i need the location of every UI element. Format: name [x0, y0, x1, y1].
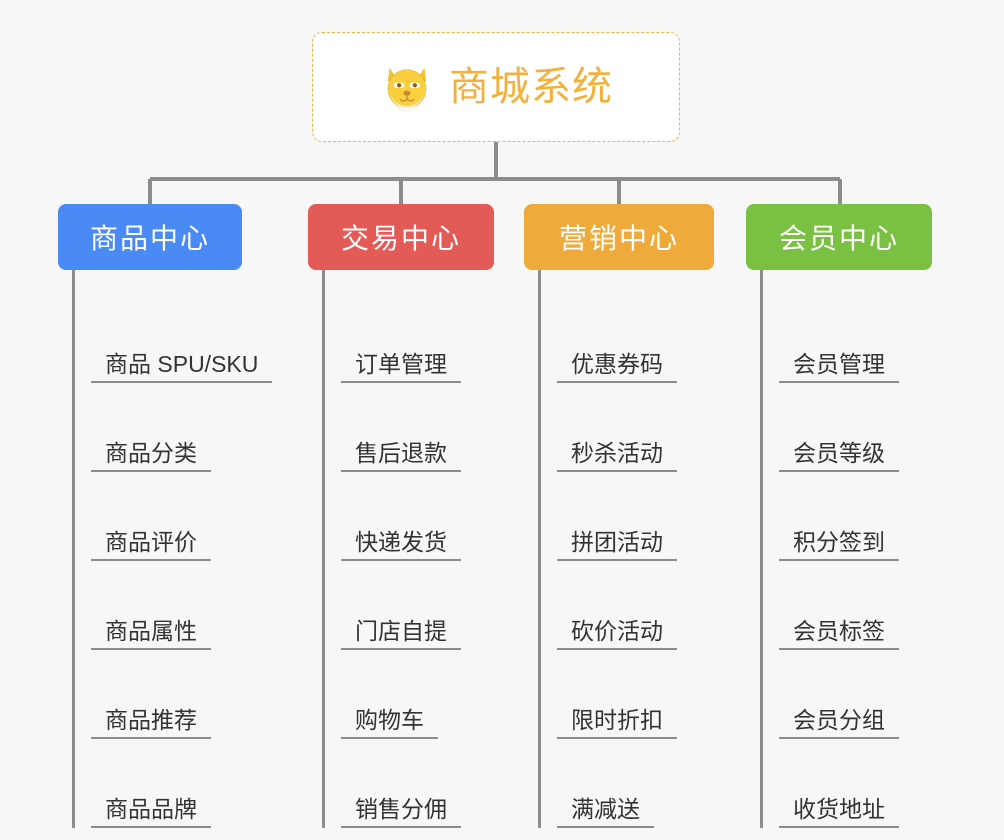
list-item[interactable]: 会员分组 [779, 650, 932, 739]
list-item[interactable]: 砍价活动 [557, 561, 714, 650]
list-item-label: 商品 SPU/SKU [91, 351, 273, 383]
branch-items-marketing: 优惠券码 秒杀活动 拼团活动 砍价活动 限时折扣 满减送 [538, 270, 714, 828]
branch-column-product: 商品中心 商品 SPU/SKU 商品分类 商品评价 商品属性 商品推荐 商品品牌 [58, 204, 280, 828]
list-item-label: 会员等级 [779, 440, 899, 472]
list-item-label: 售后退款 [341, 440, 461, 472]
list-item[interactable]: 满减送 [557, 739, 714, 828]
branch-items-trade: 订单管理 售后退款 快递发货 门店自提 购物车 销售分佣 [322, 270, 494, 828]
list-item-label: 商品属性 [91, 618, 211, 650]
branch-header-member[interactable]: 会员中心 [746, 204, 932, 270]
list-item-label: 拼团活动 [557, 529, 677, 561]
branch-header-marketing[interactable]: 营销中心 [524, 204, 714, 270]
list-item[interactable]: 秒杀活动 [557, 383, 714, 472]
list-item-label: 商品推荐 [91, 707, 211, 739]
list-item-label: 会员管理 [779, 351, 899, 383]
list-item[interactable]: 商品 SPU/SKU [91, 294, 280, 383]
list-item[interactable]: 商品推荐 [91, 650, 280, 739]
branch-items-product: 商品 SPU/SKU 商品分类 商品评价 商品属性 商品推荐 商品品牌 [72, 270, 280, 828]
list-item-label: 会员标签 [779, 618, 899, 650]
root-node[interactable]: 商城系统 [312, 32, 680, 142]
list-item[interactable]: 商品评价 [91, 472, 280, 561]
list-item-label: 购物车 [341, 707, 438, 739]
list-item[interactable]: 购物车 [341, 650, 494, 739]
list-item-label: 快递发货 [341, 529, 461, 561]
list-item-label: 砍价活动 [557, 618, 677, 650]
list-item-label: 商品评价 [91, 529, 211, 561]
branch-header-label: 交易中心 [340, 223, 461, 254]
branch-header-trade[interactable]: 交易中心 [308, 204, 494, 270]
list-item[interactable]: 积分签到 [779, 472, 932, 561]
list-item[interactable]: 门店自提 [341, 561, 494, 650]
list-item-label: 订单管理 [341, 351, 461, 383]
branch-column-member: 会员中心 会员管理 会员等级 积分签到 会员标签 会员分组 收货地址 [746, 204, 932, 828]
list-item[interactable]: 售后退款 [341, 383, 494, 472]
list-item-label: 满减送 [557, 796, 654, 828]
branch-column-trade: 交易中心 订单管理 售后退款 快递发货 门店自提 购物车 销售分佣 [308, 204, 494, 828]
list-item[interactable]: 会员管理 [779, 294, 932, 383]
branch-header-label: 商品中心 [89, 223, 210, 254]
branch-column-marketing: 营销中心 优惠券码 秒杀活动 拼团活动 砍价活动 限时折扣 满减送 [524, 204, 714, 828]
list-item-label: 商品品牌 [91, 796, 211, 828]
branch-header-label: 营销中心 [558, 223, 679, 254]
list-item[interactable]: 快递发货 [341, 472, 494, 561]
list-item-label: 门店自提 [341, 618, 461, 650]
list-item[interactable]: 优惠券码 [557, 294, 714, 383]
list-item[interactable]: 限时折扣 [557, 650, 714, 739]
list-item-label: 收货地址 [779, 796, 899, 828]
list-item-label: 销售分佣 [341, 796, 461, 828]
branch-header-label: 会员中心 [778, 223, 899, 254]
list-item-label: 优惠券码 [557, 351, 677, 383]
list-item-label: 商品分类 [91, 440, 211, 472]
list-item-label: 积分签到 [779, 529, 899, 561]
list-item-label: 限时折扣 [557, 707, 677, 739]
list-item[interactable]: 会员等级 [779, 383, 932, 472]
shiba-dog-face-icon [387, 67, 427, 112]
root-title: 商城系统 [449, 65, 613, 109]
list-item-label: 秒杀活动 [557, 440, 677, 472]
list-item[interactable]: 拼团活动 [557, 472, 714, 561]
list-item[interactable]: 商品分类 [91, 383, 280, 472]
list-item[interactable]: 商品属性 [91, 561, 280, 650]
list-item[interactable]: 订单管理 [341, 294, 494, 383]
branch-header-product[interactable]: 商品中心 [58, 204, 242, 270]
list-item-label: 会员分组 [779, 707, 899, 739]
branch-items-member: 会员管理 会员等级 积分签到 会员标签 会员分组 收货地址 [760, 270, 932, 828]
list-item[interactable]: 商品品牌 [91, 739, 280, 828]
list-item[interactable]: 销售分佣 [341, 739, 494, 828]
list-item[interactable]: 收货地址 [779, 739, 932, 828]
list-item[interactable]: 会员标签 [779, 561, 932, 650]
